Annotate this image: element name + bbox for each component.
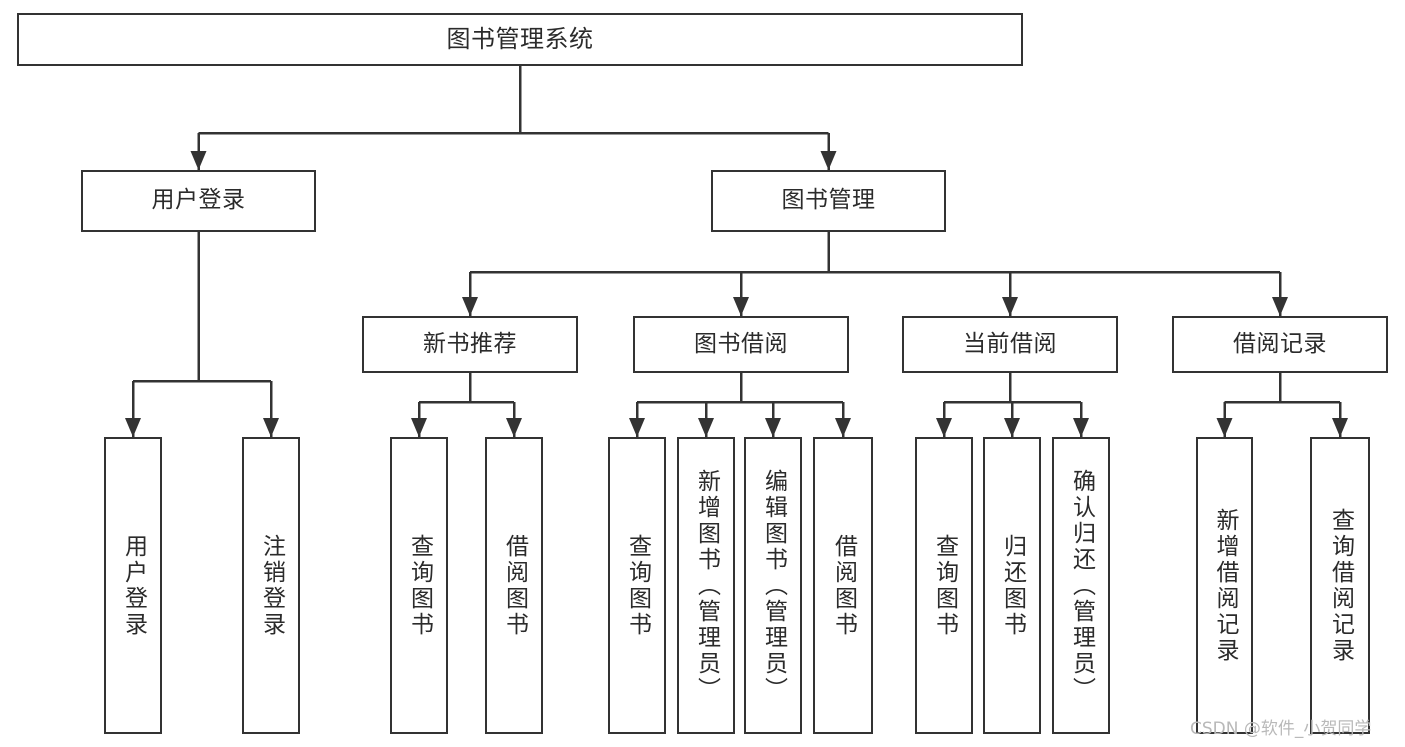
node-label: 查询图书 <box>931 533 958 638</box>
arrowhead-icon <box>1073 418 1089 437</box>
node-leaf-borrow-query[interactable]: 查询图书 <box>608 437 666 734</box>
arrowhead-icon <box>1002 297 1018 316</box>
node-label: 用户登录 <box>151 187 246 214</box>
arrowhead-icon <box>125 418 141 437</box>
node-label: 图书借阅 <box>694 330 788 357</box>
node-current-borrow[interactable]: 当前借阅 <box>902 316 1118 373</box>
arrowhead-icon <box>1272 297 1288 316</box>
node-label: 查询图书 <box>406 533 433 638</box>
arrowhead-icon <box>1004 418 1020 437</box>
node-leaf-cur-return[interactable]: 归还图书 <box>983 437 1041 734</box>
node-leaf-book-borrow[interactable]: 借阅图书 <box>813 437 873 734</box>
node-label: 确认归还（管理员） <box>1068 468 1095 703</box>
node-label: 查询借阅记录 <box>1327 507 1354 664</box>
arrowhead-icon <box>835 418 851 437</box>
node-label: 编辑图书（管理员） <box>760 468 787 703</box>
node-label: 归还图书 <box>999 533 1026 638</box>
watermark: CSDN @软件_小贺同学 <box>1190 719 1372 739</box>
arrowhead-icon <box>733 297 749 316</box>
node-leaf-book-edit[interactable]: 编辑图书（管理员） <box>744 437 802 734</box>
node-leaf-user-logout[interactable]: 注销登录 <box>242 437 300 734</box>
node-label: 查询图书 <box>624 533 651 638</box>
node-leaf-cur-confirm[interactable]: 确认归还（管理员） <box>1052 437 1110 734</box>
node-borrow-record[interactable]: 借阅记录 <box>1172 316 1388 373</box>
arrowhead-icon <box>1332 418 1348 437</box>
node-label: 注销登录 <box>258 533 285 638</box>
arrowhead-icon <box>190 151 207 170</box>
node-label: 当前借阅 <box>963 330 1057 357</box>
node-label: 新书推荐 <box>423 330 517 357</box>
node-leaf-cur-query[interactable]: 查询图书 <box>915 437 973 734</box>
arrowhead-icon <box>1216 418 1233 437</box>
node-leaf-rec-add[interactable]: 新增借阅记录 <box>1196 437 1253 734</box>
arrowhead-icon <box>765 418 781 437</box>
node-leaf-user-login[interactable]: 用户登录 <box>104 437 162 734</box>
arrowhead-icon <box>820 151 837 170</box>
node-label: 借阅记录 <box>1233 330 1327 357</box>
node-leaf-rec-borrow[interactable]: 借阅图书 <box>485 437 543 734</box>
node-label: 借阅图书 <box>830 533 857 638</box>
node-label: 新增借阅记录 <box>1212 507 1238 664</box>
node-label: 用户登录 <box>120 533 147 638</box>
node-root[interactable]: 图书管理系统 <box>17 13 1023 66</box>
node-new-book-rec[interactable]: 新书推荐 <box>362 316 578 373</box>
node-label: 借阅图书 <box>501 533 528 638</box>
arrowhead-icon <box>263 418 279 437</box>
node-book-manage[interactable]: 图书管理 <box>711 170 946 232</box>
node-label: 图书管理 <box>781 187 876 214</box>
arrowhead-icon <box>698 418 714 437</box>
arrowhead-icon <box>411 418 427 437</box>
arrowhead-icon <box>462 297 478 316</box>
node-leaf-book-add[interactable]: 新增图书（管理员） <box>677 437 735 734</box>
node-leaf-rec-search[interactable]: 查询借阅记录 <box>1310 437 1370 734</box>
arrowhead-icon <box>629 418 645 437</box>
arrowhead-icon <box>506 418 522 437</box>
node-book-borrow[interactable]: 图书借阅 <box>633 316 849 373</box>
node-label: 图书管理系统 <box>446 25 594 54</box>
node-user-login[interactable]: 用户登录 <box>81 170 316 232</box>
arrowhead-icon <box>936 418 952 437</box>
node-leaf-rec-query[interactable]: 查询图书 <box>390 437 448 734</box>
node-label: 新增图书（管理员） <box>693 468 720 703</box>
